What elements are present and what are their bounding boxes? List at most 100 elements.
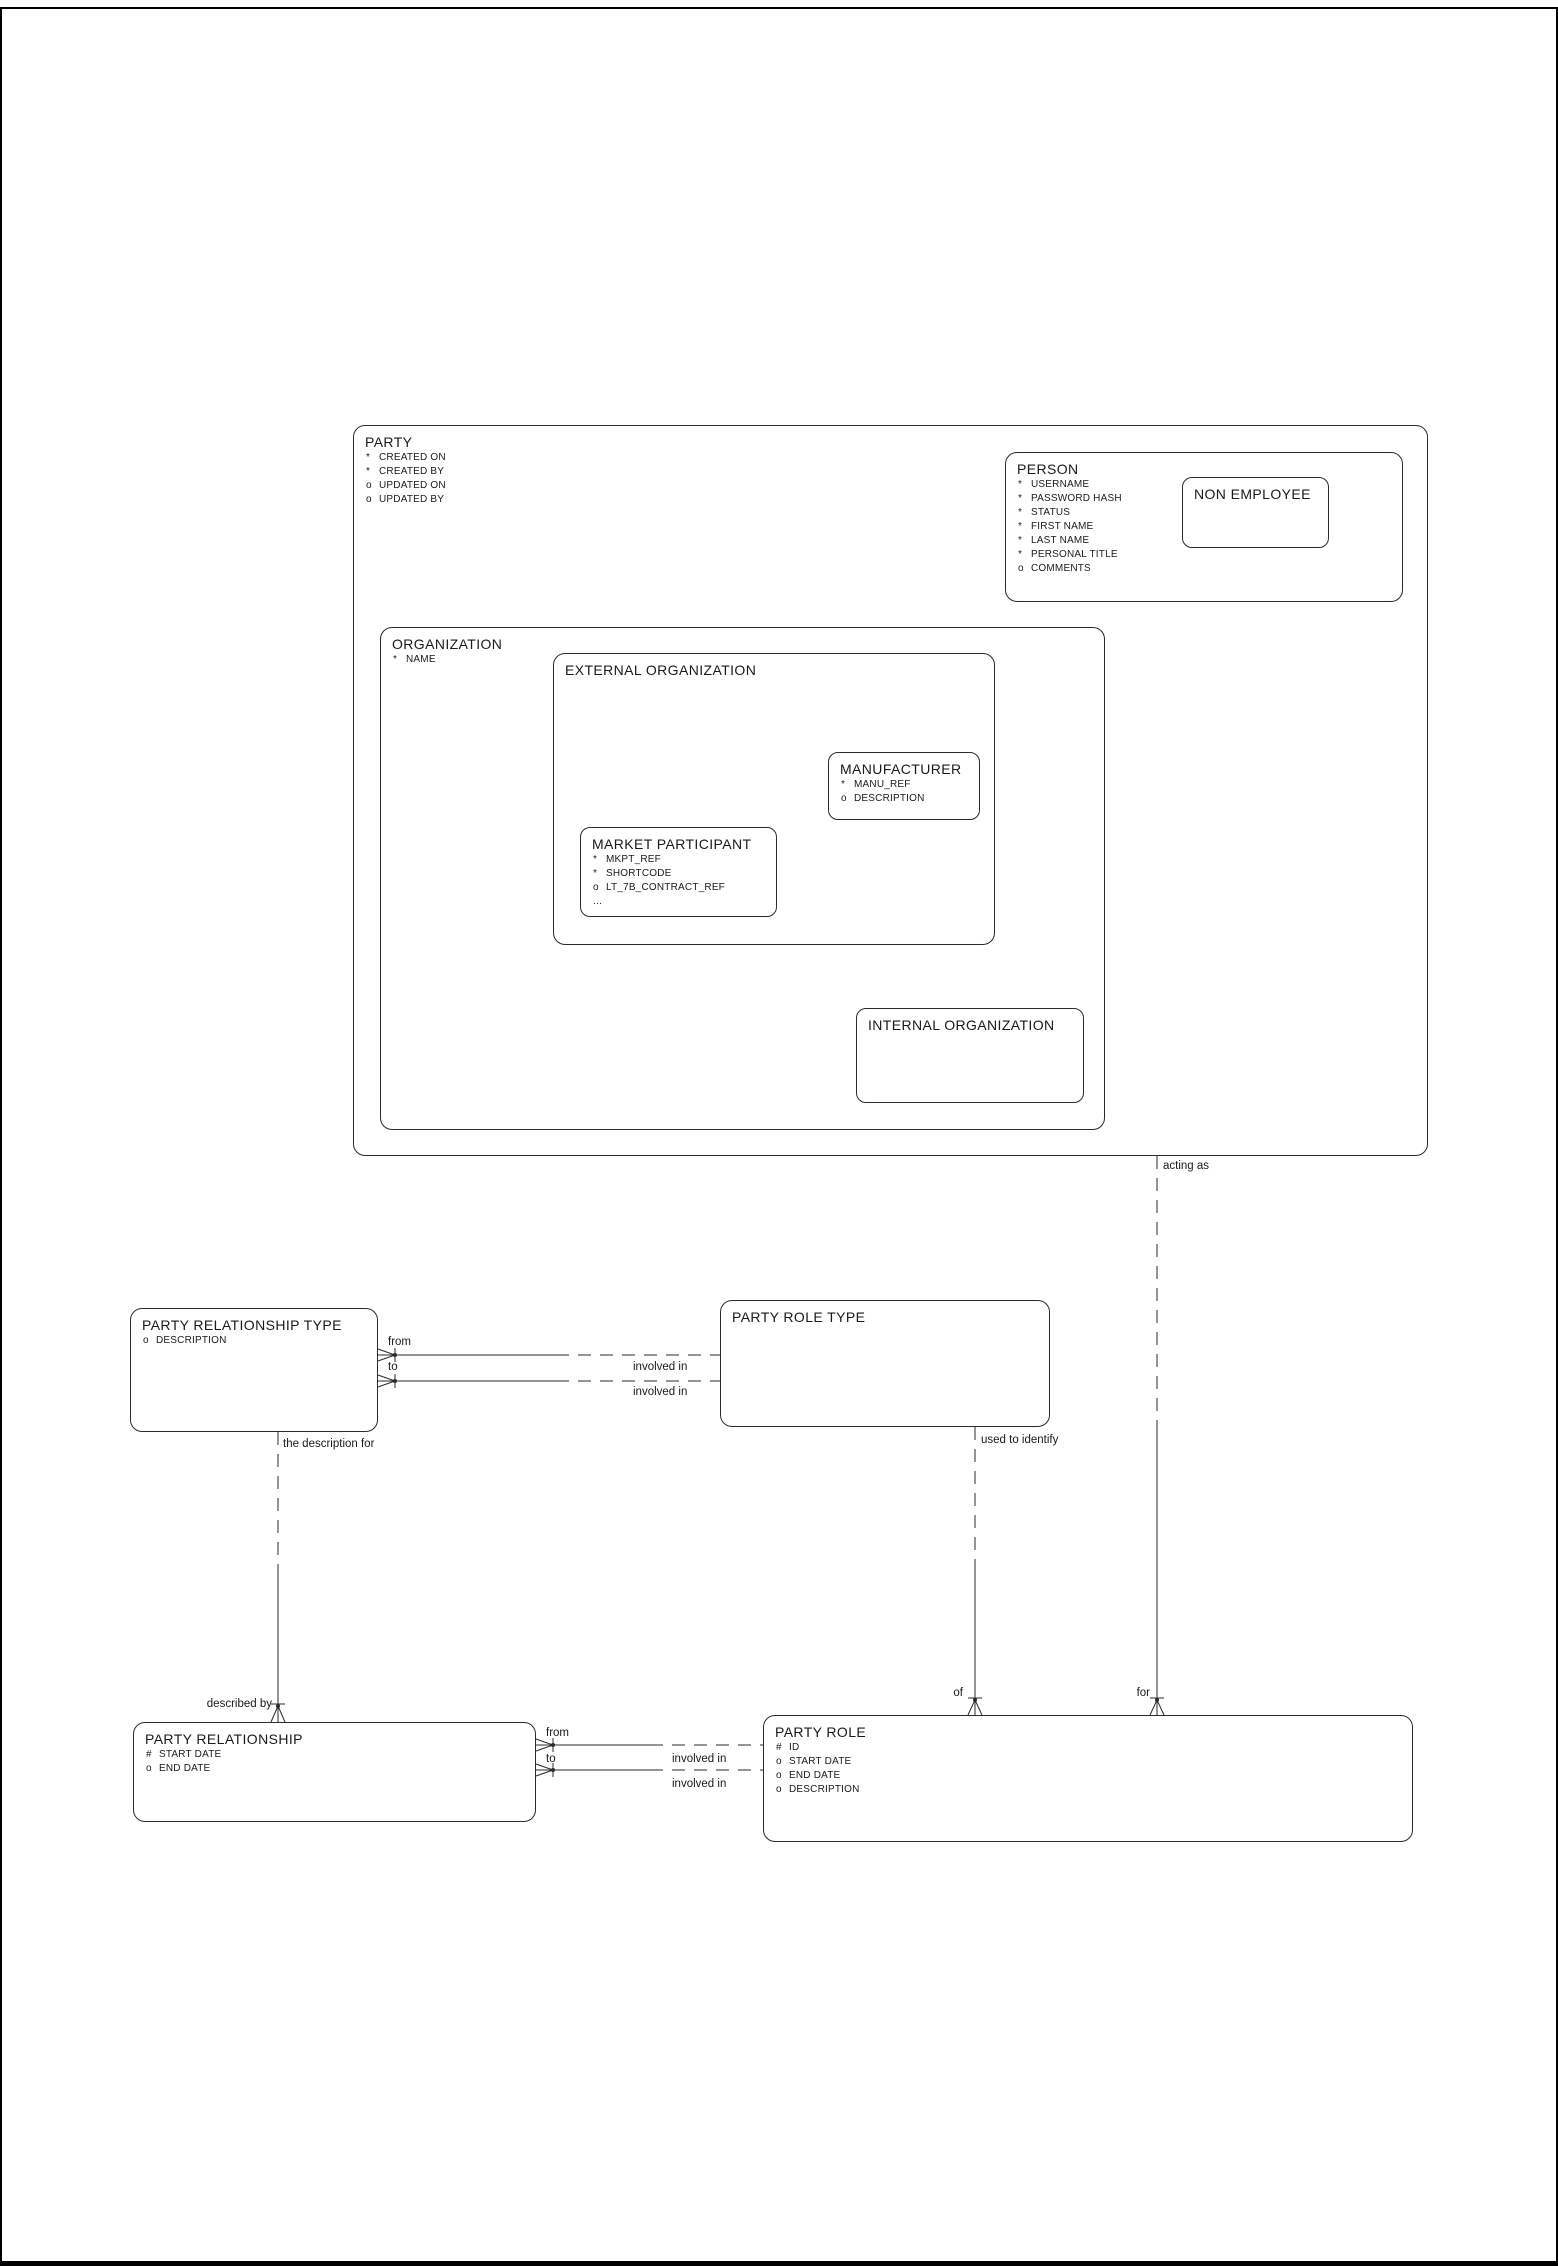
attr-marker: * bbox=[1018, 521, 1023, 532]
attr-label: LT_7B_CONTRACT_REF bbox=[606, 882, 725, 893]
entity-market-participant[interactable]: MARKET PARTICIPANT *MKPT_REF *SHORTCODE … bbox=[580, 827, 777, 917]
attr-label: LAST NAME bbox=[1031, 535, 1090, 546]
attr-label: START DATE bbox=[789, 1756, 852, 1767]
foot-dot bbox=[551, 1743, 555, 1747]
attr-marker: o bbox=[593, 882, 599, 893]
crows-foot-icon bbox=[270, 1703, 286, 1723]
entity-non-employee[interactable]: NON EMPLOYEE bbox=[1182, 477, 1329, 548]
attr-label: DESCRIPTION bbox=[854, 793, 925, 804]
foot-dot bbox=[973, 1698, 977, 1702]
rel-label-described-by: described by bbox=[206, 1698, 272, 1710]
attr-label: MKPT_REF bbox=[606, 854, 661, 865]
rel-line-description bbox=[270, 1432, 286, 1723]
crows-foot-icon bbox=[967, 1697, 983, 1716]
attr-label: NAME bbox=[406, 654, 436, 665]
entity-title: PARTY RELATIONSHIP TYPE bbox=[142, 1317, 342, 1333]
attr-marker: o bbox=[366, 494, 372, 505]
attr-label: DESCRIPTION bbox=[789, 1784, 860, 1795]
rel-label-from-bottom: from bbox=[546, 1727, 569, 1739]
attribute-row: ... bbox=[593, 895, 776, 909]
attr-marker: o bbox=[1018, 563, 1024, 574]
attribute-row: o END DATE bbox=[146, 1762, 535, 1776]
attribute-list: *NAME bbox=[381, 652, 1104, 667]
attribute-row: o END DATE bbox=[776, 1769, 1412, 1783]
attr-marker: o bbox=[366, 480, 372, 491]
entity-title: PERSON bbox=[1017, 461, 1079, 477]
attr-label: SHORTCODE bbox=[606, 868, 672, 879]
attr-label: STATUS bbox=[1031, 507, 1071, 518]
attr-marker: o bbox=[776, 1784, 782, 1795]
attr-label: UPDATED BY bbox=[379, 494, 445, 505]
attribute-row: o UPDATED BY bbox=[366, 493, 1427, 507]
attribute-row: o COMMENTS bbox=[1018, 562, 1402, 576]
attr-marker: * bbox=[841, 779, 846, 790]
attr-label: MANU_REF bbox=[854, 779, 911, 790]
entity-title: MARKET PARTICIPANT bbox=[592, 836, 752, 852]
crows-foot-icon bbox=[377, 1374, 396, 1388]
rel-line-to-bottom bbox=[535, 1763, 763, 1777]
rel-label-involved-in: involved in bbox=[633, 1361, 688, 1373]
attribute-list: *USERNAME * PASSWORD HASH * STATUS * FIRST … bbox=[1006, 477, 1402, 576]
attr-label: CREATED ON bbox=[379, 452, 446, 463]
attr-marker: * bbox=[1018, 535, 1023, 546]
attr-label: ID bbox=[789, 1742, 800, 1753]
rel-label-to-top: to bbox=[388, 1361, 398, 1373]
attr-marker: * bbox=[1018, 549, 1023, 560]
attr-marker: o bbox=[146, 1763, 152, 1774]
rel-label-involved-in: involved in bbox=[672, 1753, 727, 1765]
attr-label: PERSONAL TITLE bbox=[1031, 549, 1118, 560]
attr-label: COMMENTS bbox=[1031, 563, 1091, 574]
rel-line-from-bottom bbox=[535, 1738, 763, 1752]
rel-label-of: of bbox=[953, 1687, 963, 1699]
entity-party-role-type[interactable]: PARTY ROLE TYPE bbox=[720, 1300, 1050, 1427]
entity-title: PARTY bbox=[365, 434, 413, 450]
attr-label: DESCRIPTION bbox=[156, 1335, 227, 1346]
rel-label-from-top: from bbox=[388, 1336, 411, 1348]
attr-marker: * bbox=[1018, 493, 1023, 504]
attr-marker: o bbox=[776, 1756, 782, 1767]
attr-label: PASSWORD HASH bbox=[1031, 493, 1122, 504]
rel-label-to-bottom: to bbox=[546, 1753, 556, 1765]
rel-line-acting-as bbox=[1149, 1156, 1165, 1716]
entity-internal-organization[interactable]: INTERNAL ORGANIZATION bbox=[856, 1008, 1084, 1103]
attribute-row: *MKPT_REF bbox=[593, 853, 776, 867]
attr-marker: # bbox=[776, 1742, 782, 1753]
entity-title: MANUFACTURER bbox=[840, 761, 962, 777]
attribute-row: o LT_7B_CONTRACT_REF bbox=[593, 881, 776, 895]
attr-label: END DATE bbox=[789, 1770, 841, 1781]
entity-title: PARTY RELATIONSHIP bbox=[145, 1731, 303, 1747]
foot-dot bbox=[393, 1379, 397, 1383]
attribute-row: *USERNAME bbox=[1018, 478, 1402, 492]
attr-label: END DATE bbox=[159, 1763, 211, 1774]
attr-marker: o bbox=[776, 1770, 782, 1781]
rel-line-used-to-identify bbox=[967, 1427, 983, 1716]
entity-title: PARTY ROLE bbox=[775, 1724, 867, 1740]
attr-label: FIRST NAME bbox=[1031, 521, 1094, 532]
entity-title: EXTERNAL ORGANIZATION bbox=[565, 662, 757, 678]
attribute-row: *CREATED BY bbox=[366, 465, 1427, 479]
rel-label-involved-in: involved in bbox=[672, 1778, 727, 1790]
attribute-row: * MANU_REF bbox=[841, 778, 979, 792]
rel-label-used-to-identify: used to identify bbox=[981, 1434, 1059, 1446]
attribute-row: *CREATED ON bbox=[366, 451, 1427, 465]
entity-title: INTERNAL ORGANIZATION bbox=[868, 1017, 1055, 1033]
attr-marker: * bbox=[1018, 479, 1023, 490]
attr-label: CREATED BY bbox=[379, 466, 445, 477]
crows-foot-icon bbox=[1149, 1697, 1165, 1716]
attribute-row: * LAST NAME bbox=[1018, 534, 1402, 548]
foot-dot bbox=[551, 1768, 555, 1772]
attribute-row: * FIRST NAME bbox=[1018, 520, 1402, 534]
rel-label-involved-in: involved in bbox=[633, 1386, 688, 1398]
entity-title: ORGANIZATION bbox=[392, 636, 503, 652]
